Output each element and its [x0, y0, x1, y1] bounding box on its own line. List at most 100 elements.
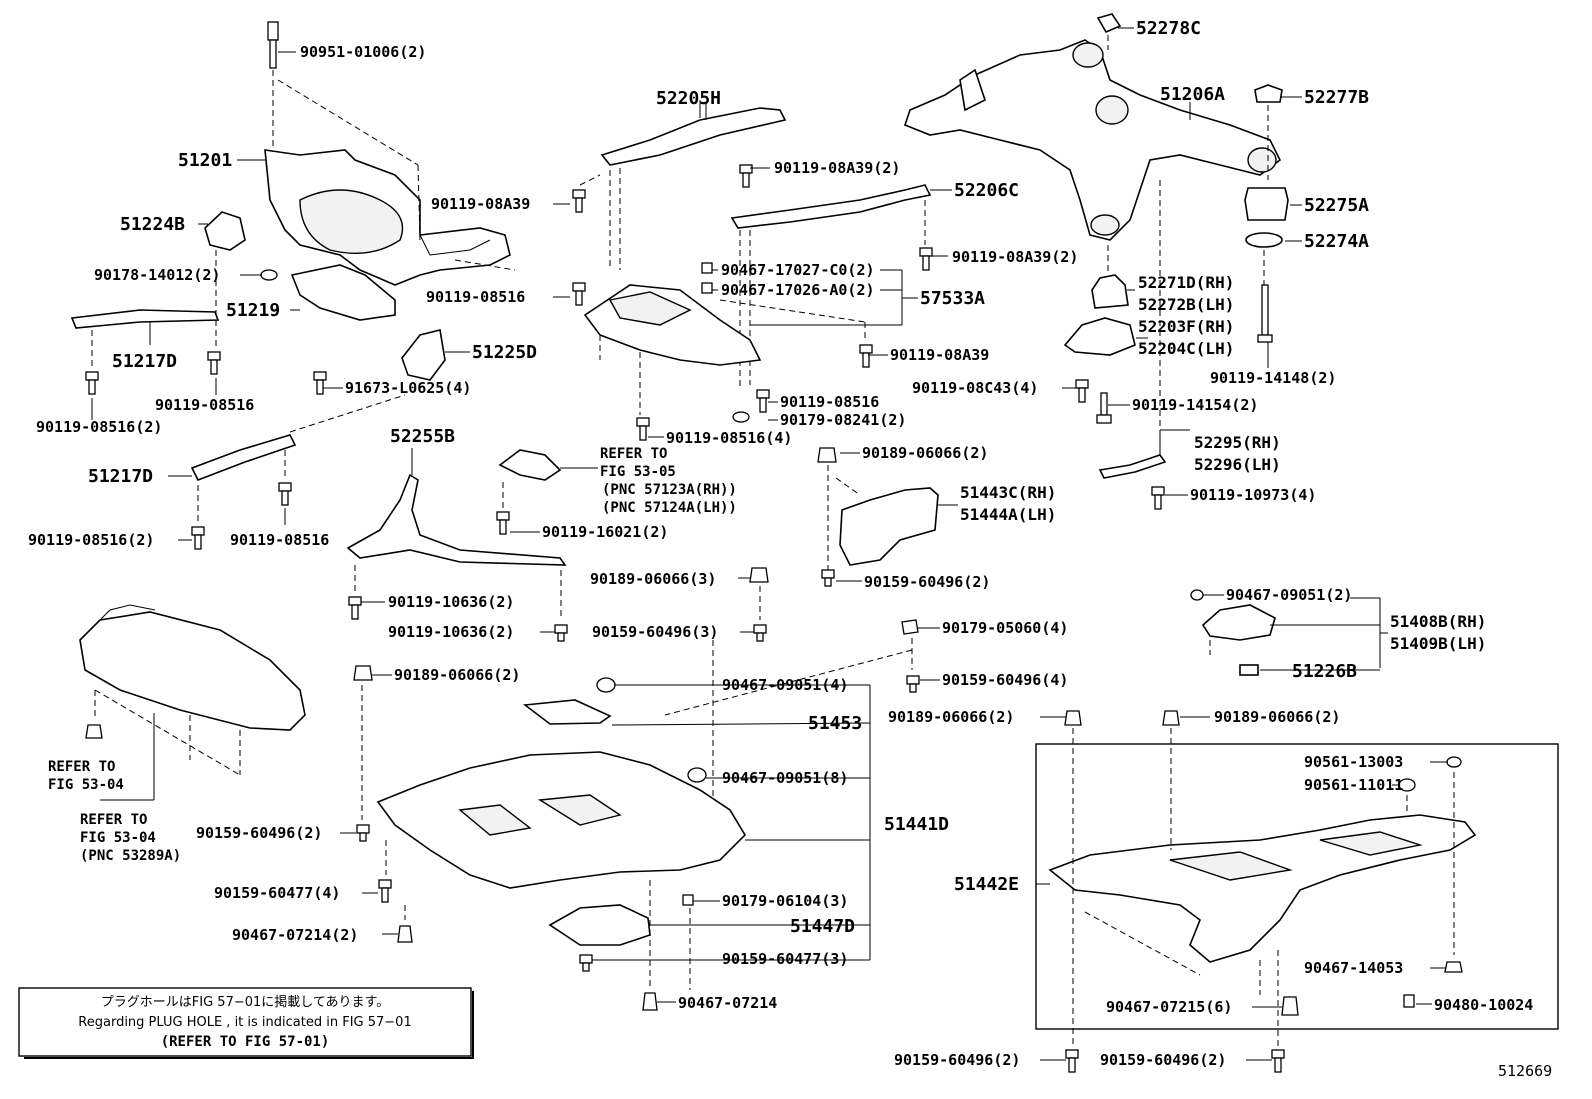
cover-51443c [839, 487, 939, 566]
note-line-japanese: プラグホールはFIG 57−01に掲載してあります。 [101, 994, 389, 1010]
label-90119-08516-d: 90119-08516(2) [36, 418, 162, 436]
label-52295: 52295(RH) [1194, 433, 1281, 452]
bolt-52255b-icons [348, 596, 568, 642]
bracket-51219 [290, 264, 396, 321]
label-90119-10973: 90119-10973(4) [1190, 486, 1316, 504]
cushion-52277b [1254, 84, 1283, 103]
brace-51217d-lower [190, 434, 297, 482]
label-57533a: 57533A [920, 288, 985, 309]
label-51443c: 51443C(RH) [960, 483, 1056, 502]
label-90189-06066-a: 90189-06066(2) [862, 444, 988, 462]
pad-51226b [1239, 664, 1259, 676]
bolt-rear-cluster-icons [1075, 379, 1165, 510]
label-90159-60496-c: 90159-60496(4) [942, 671, 1068, 689]
brace-52255b [346, 473, 567, 566]
label-90119-16021: 90119-16021(2) [542, 523, 668, 541]
rear-suspension-member-51206a [904, 39, 1282, 241]
label-90189-06066-b: 90189-06066(3) [590, 570, 716, 588]
label-52271d: 52271D(RH) [1138, 273, 1234, 292]
label-90179-05060: 90179-05060(4) [942, 619, 1068, 637]
label-90119-08516-c: 90119-08516 [780, 393, 879, 411]
label-51217d-a: 51217D [112, 351, 177, 372]
label-90119-10636-a: 90119-10636(2) [388, 593, 514, 611]
refer-53-05-line3: (PNC 57123A(RH)) [602, 482, 737, 498]
refer-53-05-line2: FIG 53-05 [600, 464, 676, 480]
label-90119-14154: 90119-14154(2) [1132, 396, 1258, 414]
label-90159-60496-d: 90159-60496(2) [196, 824, 322, 842]
label-51444a: 51444A(LH) [960, 505, 1056, 524]
label-52206c: 52206C [954, 180, 1019, 201]
brace-52206c [730, 184, 932, 229]
label-90119-08516-a: 90119-08516 [426, 288, 525, 306]
clip-90189-06066-a-icon [817, 447, 837, 463]
label-52275a: 52275A [1304, 195, 1369, 216]
label-90561-13003: 90561-13003 [1304, 753, 1403, 771]
label-52278c: 52278C [1136, 18, 1201, 39]
leader-lines [91, 27, 1448, 1061]
rear-undercover-51442e [1048, 814, 1477, 963]
cushion-52275a [1244, 187, 1289, 221]
brace-51217d-upper [70, 309, 220, 329]
label-90159-60496-b: 90159-60496(3) [592, 623, 718, 641]
refer-53-04-b-line1: REFER TO [80, 812, 147, 828]
label-90189-06066-e: 90189-06066(2) [1214, 708, 1340, 726]
label-90480-10024: 90480-10024 [1434, 996, 1533, 1014]
label-90178-14012: 90178-14012(2) [94, 266, 220, 284]
bracket-refer-53-05 [496, 449, 562, 535]
label-90467-07214-a: 90467-07214(2) [232, 926, 358, 944]
label-90119-08c43: 90119-08C43(4) [912, 379, 1038, 397]
label-90467-07214-b: 90467-07214 [678, 994, 777, 1012]
label-52203f: 52203F(RH) [1138, 317, 1234, 336]
label-51206a: 51206A [1160, 84, 1225, 105]
refer-53-04-b-line2: FIG 53-04 [80, 830, 156, 846]
stopper-52203f [1063, 317, 1136, 356]
label-90119-08516-e: 90119-08516(4) [666, 429, 792, 447]
label-90119-08a39-d: 90119-08A39 [890, 346, 989, 364]
refer-53-05-line4: (PNC 57124A(LH)) [602, 500, 737, 516]
pad-51453 [522, 699, 612, 725]
refer-53-04-a-line1: REFER TO [48, 759, 115, 775]
label-90951-01006: 90951-01006(2) [300, 43, 426, 61]
label-90467-09051-a: 90467-09051(2) [1226, 586, 1352, 604]
label-90119-08a39-b: 90119-08A39 [431, 195, 530, 213]
rear-undercover-fastener-icons [1064, 710, 1463, 1073]
figure-number: 512669 [1498, 1062, 1552, 1080]
bolt-lower-brace-icons [191, 482, 292, 550]
label-52205h: 52205H [656, 88, 721, 109]
label-51217d-b: 51217D [88, 466, 153, 487]
cushion-52271d [1091, 274, 1129, 309]
label-90159-60496-a: 90159-60496(2) [864, 573, 990, 591]
label-51224b: 51224B [120, 214, 185, 235]
bracket-52295 [1098, 454, 1167, 479]
label-51442e: 51442E [954, 874, 1019, 895]
label-52277b: 52277B [1304, 87, 1369, 108]
label-51219: 51219 [226, 300, 280, 321]
clip-refer-53-04-icon [85, 724, 103, 739]
bracket-51224b [204, 211, 246, 251]
washer-52274a [1245, 232, 1283, 248]
label-52296: 52296(LH) [1194, 455, 1281, 474]
label-52272b: 52272B(LH) [1138, 295, 1234, 314]
nut-90178-icon [260, 269, 278, 281]
note-line-english: Regarding PLUG HOLE , it is indicated in… [78, 1015, 411, 1030]
cushion-52278c [1096, 13, 1122, 34]
refer-53-04-b-line3: (PNC 53289A) [80, 848, 181, 864]
label-51201: 51201 [178, 150, 232, 171]
label-90467-09051-b: 90467-09051(4) [722, 676, 848, 694]
front-undercover [79, 604, 306, 731]
label-90467-17026-a0: 90467-17026-A0(2) [721, 281, 875, 299]
label-90189-06066-c: 90189-06066(2) [394, 666, 520, 684]
label-90119-08516-g: 90119-08516 [230, 531, 329, 549]
brace-52205h [600, 107, 787, 166]
plug-hole-note: プラグホールはFIG 57−01に掲載してあります。 Regarding PLU… [18, 987, 474, 1059]
label-90179-06104: 90179-06104(3) [722, 892, 848, 910]
label-90119-08a39-c: 90119-08A39(2) [952, 248, 1078, 266]
label-51225d: 51225D [472, 342, 537, 363]
label-90467-07215: 90467-07215(6) [1106, 998, 1232, 1016]
label-91673-l0625: 91673-L0625(4) [345, 379, 471, 397]
label-90159-60477-b: 90159-60477(3) [722, 950, 848, 968]
label-90119-08a39-a: 90119-08A39(2) [774, 159, 900, 177]
bolt-lower-left-icons [353, 567, 920, 1011]
label-51453: 51453 [808, 713, 862, 734]
